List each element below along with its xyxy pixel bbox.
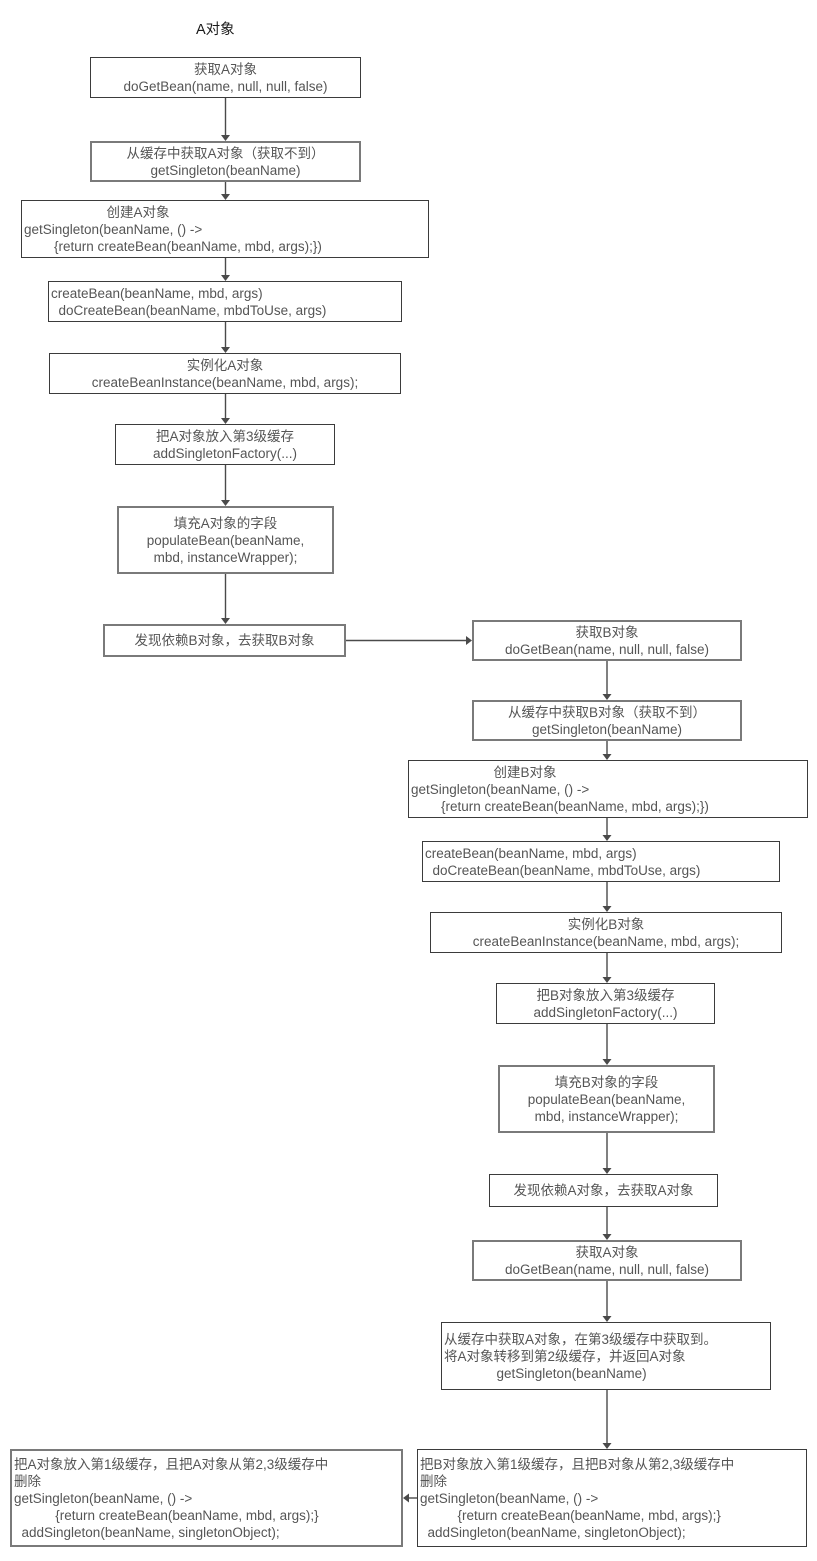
get-a-from-third-level-cache-hit: 从缓存中获取A对象，在第3级缓存中获取到。将A对象转移到第2级缓存，并返回A对象…	[441, 1322, 771, 1390]
node-line: createBean(beanName, mbd, args)	[51, 285, 263, 301]
edge-b-level1-to-a-level1	[403, 1493, 417, 1503]
found-dependency-b: 发现依赖B对象，去获取B对象	[103, 624, 346, 657]
edge-b-instance-to-b-level3	[602, 953, 612, 983]
node-line: 将A对象转移到第2级缓存，并返回A对象	[444, 1348, 686, 1364]
node-line: 填充A对象的字段	[173, 515, 278, 531]
node-line: {return createBean(beanName, mbd, args);…	[420, 1507, 721, 1523]
node-line: createBean(beanName, mbd, args)	[425, 845, 637, 861]
edge-a-populate-to-a-depends-b	[221, 574, 230, 624]
node-line: 删除	[14, 1473, 41, 1489]
node-line: mbd, instanceWrapper);	[153, 549, 298, 565]
node-line: 实例化A对象	[186, 357, 264, 373]
edge-a-create-to-a-createbean	[221, 258, 230, 281]
node-line: {return createBean(beanName, mbd, args);…	[24, 238, 322, 254]
node-line: createBeanInstance(beanName, mbd, args);	[472, 933, 740, 949]
edge-a-instance-to-a-level3	[221, 394, 230, 424]
node-line: 把A对象放入第1级缓存，且把A对象从第2,3级缓存中	[14, 1456, 329, 1472]
edge-b-depends-a-to-a-get-2	[602, 1207, 612, 1240]
node-line: 填充B对象的字段	[554, 1074, 659, 1090]
edge-a-level3-to-a-populate	[221, 465, 230, 506]
node-line: populateBean(beanName,	[527, 1091, 686, 1107]
node-line: 获取A对象	[575, 1244, 639, 1260]
node-line: addSingletonFactory(...)	[533, 1004, 678, 1020]
node-line: 把B对象放入第3级缓存	[536, 987, 675, 1003]
node-line: createBeanInstance(beanName, mbd, args);	[91, 374, 359, 390]
node-line: getSingleton(beanName, () ->	[411, 781, 590, 797]
edge-b-cache-miss-to-b-create	[602, 741, 612, 760]
get-b-from-cache-miss: 从缓存中获取B对象（获取不到）getSingleton(beanName)	[472, 700, 742, 741]
node-line: 从缓存中获取B对象（获取不到）	[507, 704, 706, 720]
node-line: {return createBean(beanName, mbd, args);…	[14, 1507, 319, 1523]
node-line: 实例化B对象	[567, 916, 645, 932]
diagram-title: A对象	[196, 22, 235, 38]
edge-b-level3-to-b-populate	[602, 1024, 612, 1065]
node-line: mbd, instanceWrapper);	[534, 1108, 679, 1124]
edge-a-get-2-to-a-cache-hit	[602, 1281, 612, 1322]
node-line: doGetBean(name, null, null, false)	[504, 1261, 710, 1277]
edge-b-populate-to-b-depends-a	[602, 1133, 612, 1174]
edge-b-create-to-b-createbean	[602, 818, 612, 841]
node-line: doGetBean(name, null, null, false)	[504, 641, 710, 657]
node-line: getSingleton(beanName, () ->	[14, 1490, 193, 1506]
node-line: doCreateBean(beanName, mbdToUse, args)	[51, 302, 327, 318]
node-line: populateBean(beanName,	[146, 532, 305, 548]
node-line: getSingleton(beanName, () ->	[24, 221, 203, 237]
node-line: 创建A对象	[24, 204, 170, 220]
node-line: 从缓存中获取A对象（获取不到）	[126, 145, 325, 161]
node-line: getSingleton(beanName)	[150, 162, 301, 178]
edge-a-createbean-to-a-instance	[221, 322, 230, 353]
node-line: addSingletonFactory(...)	[152, 445, 298, 461]
node-line: {return createBean(beanName, mbd, args);…	[411, 798, 709, 814]
get-a-from-cache-miss: 从缓存中获取A对象（获取不到）getSingleton(beanName)	[90, 141, 361, 182]
node-line: addSingleton(beanName, singletonObject);	[420, 1524, 686, 1540]
node-line: addSingleton(beanName, singletonObject);	[14, 1524, 280, 1540]
b-createbean-docreatebean: createBean(beanName, mbd, args) doCreate…	[422, 841, 780, 882]
node-line: doGetBean(name, null, null, false)	[123, 78, 328, 94]
edge-b-createbean-to-b-instance	[602, 882, 612, 912]
node-line: 创建B对象	[411, 764, 557, 780]
node-line: doCreateBean(beanName, mbdToUse, args)	[425, 862, 701, 878]
edge-a-cache-miss-to-a-create	[221, 182, 230, 200]
node-line: 获取A对象	[193, 61, 257, 77]
a-createbean-docreatebean: createBean(beanName, mbd, args) doCreate…	[48, 281, 402, 322]
node-line: 把B对象放入第1级缓存，且把B对象从第2,3级缓存中	[420, 1456, 735, 1472]
edge-b-get-to-b-cache-miss	[602, 661, 612, 700]
edge-a-depends-b-to-b-get	[346, 636, 472, 645]
node-line: 获取B对象	[575, 624, 639, 640]
node-line: getSingleton(beanName)	[531, 721, 683, 737]
edge-a-cache-hit-to-b-level1	[602, 1390, 612, 1449]
node-line: 发现依赖B对象，去获取B对象	[134, 633, 315, 648]
edge-a-get-to-a-cache-miss	[221, 98, 230, 141]
node-line: 把A对象放入第3级缓存	[155, 428, 294, 444]
node-line: 从缓存中获取A对象，在第3级缓存中获取到。	[444, 1331, 718, 1347]
node-line: 删除	[420, 1473, 447, 1489]
node-line: 发现依赖A对象，去获取A对象	[513, 1183, 694, 1198]
node-line: getSingleton(beanName)	[444, 1365, 647, 1381]
found-dependency-a: 发现依赖A对象，去获取A对象	[489, 1174, 718, 1207]
node-line: getSingleton(beanName, () ->	[420, 1490, 599, 1506]
